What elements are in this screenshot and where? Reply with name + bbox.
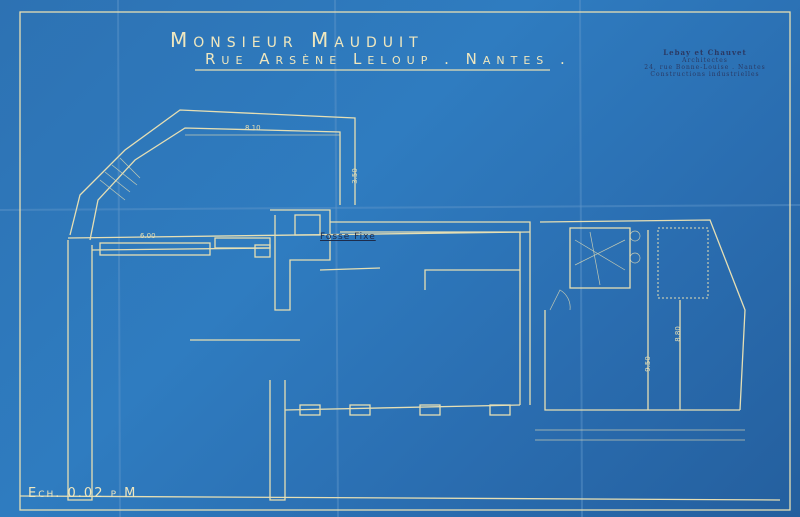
- dimension-front: 6.00: [140, 232, 156, 240]
- stamp-name: Lebay et Chauvet: [663, 48, 747, 57]
- dimension-depth: 9.50: [643, 356, 652, 372]
- stamp-trade: Constructions industrielles: [650, 71, 760, 78]
- dimension-top: 8.10: [245, 124, 261, 132]
- stamp-role: Architectes: [682, 57, 728, 64]
- dimension-side: 3.50: [350, 168, 359, 184]
- architect-stamp: Lebay et Chauvet Architectes 24, rue Bon…: [640, 48, 770, 78]
- stamp-address: 24, rue Bonne-Louise . Nantes: [644, 64, 766, 71]
- fosse-fixe-label: Fosse Fixe: [320, 232, 376, 242]
- address-title: Rue Arsène Leloup . Nantes .: [205, 50, 571, 68]
- dimension-depth-2: 8.80: [673, 326, 682, 342]
- client-title: Monsieur Mauduit: [170, 28, 424, 52]
- scale-label: Ech. 0.02 p M: [28, 486, 138, 501]
